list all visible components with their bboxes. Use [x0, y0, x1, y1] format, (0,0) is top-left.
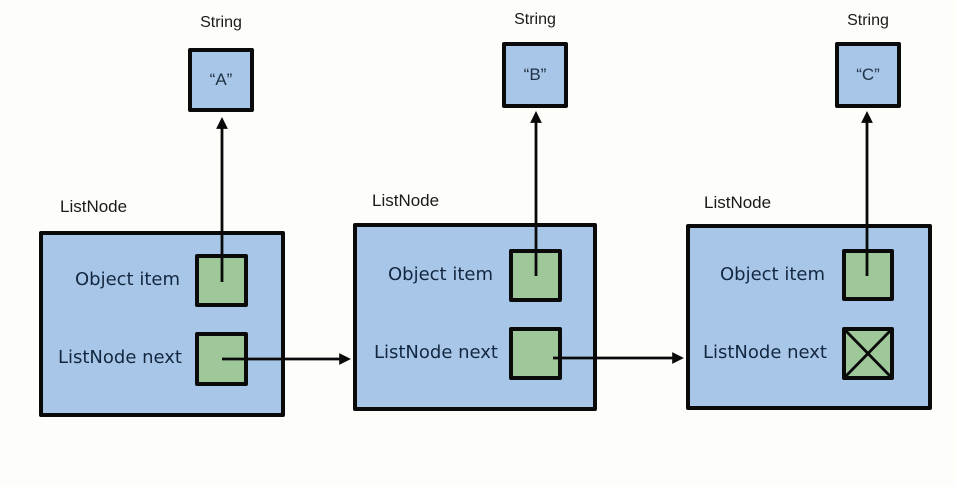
field-label-item-3: Object item	[719, 264, 825, 285]
node-title-1: ListNode	[60, 197, 128, 216]
field-label-item-2: Object item	[387, 264, 493, 285]
string-object-box-2: “B”	[502, 42, 568, 108]
field-label-item-1: Object item	[74, 269, 180, 290]
string-type-label-1: String	[200, 14, 242, 31]
field-label-next-2: ListNode next	[373, 342, 498, 363]
next-pointer-cell-1	[195, 332, 248, 386]
string-object-box-3: “C”	[835, 42, 901, 108]
node-title-3: ListNode	[704, 193, 772, 212]
string-type-label-2: String	[514, 11, 556, 28]
field-label-next-1: ListNode next	[57, 347, 182, 368]
string-value-2: “B”	[523, 65, 547, 84]
string-object-box-1: “A”	[188, 48, 254, 112]
next-pointer-cell-3	[842, 327, 894, 380]
listnode-box-3	[686, 224, 932, 410]
string-value-3: “C”	[856, 65, 880, 84]
item-pointer-cell-2	[509, 249, 562, 302]
item-pointer-cell-1	[195, 254, 248, 307]
node-title-2: ListNode	[372, 191, 440, 210]
field-label-next-3: ListNode next	[702, 342, 827, 363]
listnode-box-1	[39, 231, 285, 417]
string-type-label-3: String	[847, 12, 889, 29]
item-pointer-cell-3	[842, 249, 894, 301]
string-value-1: “A”	[209, 70, 233, 89]
next-pointer-cell-2	[509, 327, 562, 380]
